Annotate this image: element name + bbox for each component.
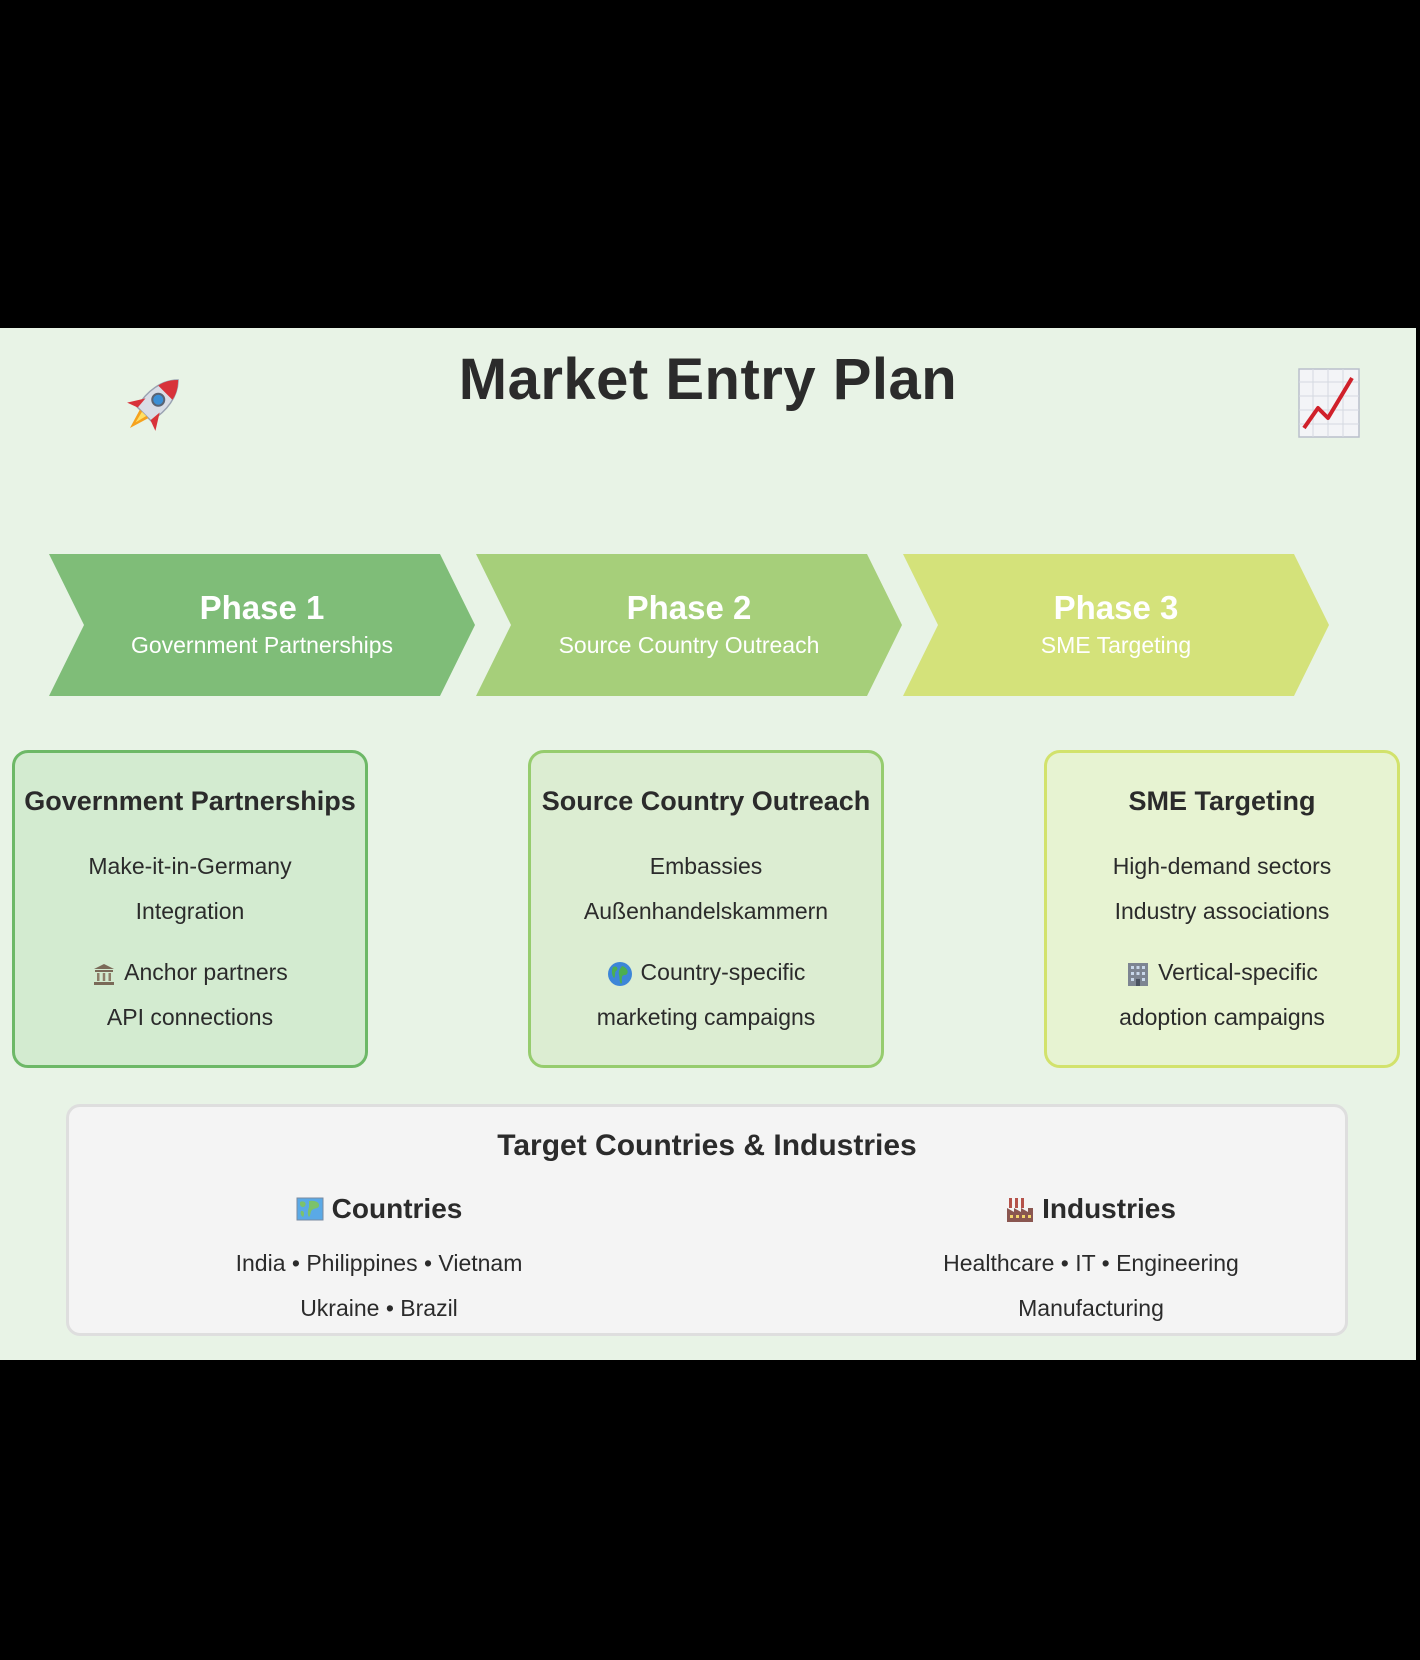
card-extra-line: API connections (106, 1004, 274, 1030)
phase-3-chevron: Phase 3 SME Targeting (903, 554, 1329, 696)
card-line: Industry associations (1114, 898, 1330, 924)
world-map-icon (296, 1197, 324, 1221)
card-line: Außenhandelskammern (583, 898, 829, 924)
industries-column: Industries Healthcare • IT • Engineering… (881, 1189, 1301, 1331)
factory-icon (1007, 1198, 1034, 1222)
office-building-icon (1128, 962, 1149, 986)
industries-line: Healthcare • IT • Engineering (943, 1250, 1239, 1276)
card-line: High-demand sectors (1112, 853, 1332, 879)
page-title: Market Entry Plan (458, 347, 958, 412)
targets-box: Target Countries & Industries Countries … (66, 1104, 1348, 1336)
phase-1-number: Phase 1 (199, 589, 325, 626)
market-entry-panel: Market Entry Plan Phase 1 Government Par… (0, 328, 1416, 1360)
card-line: Integration (135, 898, 245, 924)
countries-label: Countries (331, 1193, 463, 1224)
phase-3-number: Phase 3 (1053, 589, 1179, 626)
chart-increasing-icon (1298, 368, 1360, 438)
countries-line: Ukraine • Brazil (300, 1295, 458, 1321)
card-line: Make-it-in-Germany (88, 853, 292, 879)
phase-2-number: Phase 2 (626, 589, 752, 626)
card-title: SME Targeting (1128, 786, 1316, 816)
card-government-partnerships: Government Partnerships Make-it-in-Germa… (12, 750, 368, 1068)
card-extra-text: Country-specific (640, 959, 806, 985)
card-extra-text: Vertical-specific (1158, 959, 1318, 985)
card-extra-line: Vertical-specific (1047, 950, 1397, 995)
targets-title: Target Countries & Industries (497, 1129, 917, 1162)
globe-icon (607, 961, 632, 986)
phase-2-chevron: Phase 2 Source Country Outreach (476, 554, 902, 696)
card-sme-targeting: SME Targeting High-demand sectors Indust… (1044, 750, 1400, 1068)
industries-label: Industries (1042, 1193, 1176, 1224)
card-title: Source Country Outreach (541, 786, 871, 816)
phase-2-name: Source Country Outreach (558, 632, 820, 658)
phase-1-name: Government Partnerships (130, 632, 394, 658)
industries-line: Manufacturing (1018, 1295, 1164, 1321)
countries-line: India • Philippines • Vietnam (235, 1250, 523, 1276)
phase-1-chevron: Phase 1 Government Partnerships (49, 554, 475, 696)
card-extra-line: adoption campaigns (1119, 1004, 1325, 1030)
card-title: Government Partnerships (24, 786, 356, 816)
card-line: Embassies (649, 853, 763, 879)
phase-3-name: SME Targeting (1040, 632, 1192, 658)
card-extra-line: marketing campaigns (596, 1004, 816, 1030)
card-extra-line: Anchor partners (15, 950, 365, 995)
countries-column: Countries India • Philippines • Vietnam … (169, 1189, 589, 1331)
rocket-icon (127, 379, 179, 431)
classical-building-icon (94, 963, 115, 985)
card-extra-text: Anchor partners (124, 959, 288, 985)
card-extra-line: Country-specific (531, 950, 881, 995)
card-source-country-outreach: Source Country Outreach Embassies Außenh… (528, 750, 884, 1068)
